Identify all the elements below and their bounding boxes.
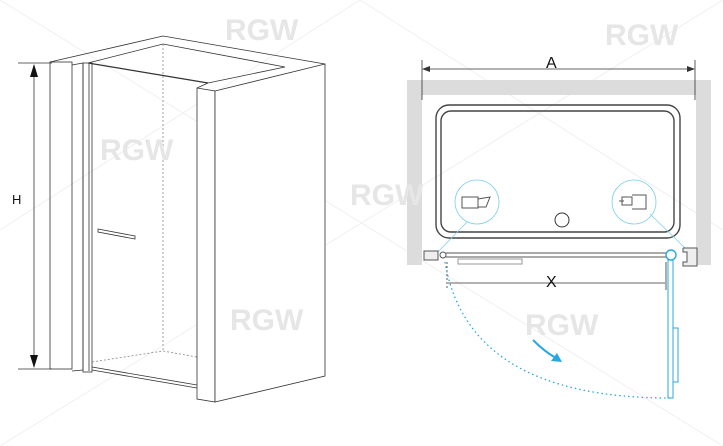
open-door (444, 259, 679, 399)
closed-door (423, 247, 698, 267)
watermark: RGW (605, 19, 679, 52)
detail-circle-right (611, 179, 657, 225)
width-dimension (421, 60, 696, 100)
door-handle (97, 228, 136, 240)
watermark: RGW (225, 14, 299, 47)
plan-view (407, 60, 711, 399)
watermark: RGW (230, 304, 304, 337)
perspective-view (18, 35, 326, 403)
swing-arc (444, 261, 671, 399)
watermark: RGW (350, 179, 424, 212)
watermark: RGW (525, 309, 599, 342)
width-label: A (546, 55, 557, 72)
wall-profile-icon (461, 196, 479, 209)
height-label: H (12, 192, 21, 207)
shower-tray (435, 104, 681, 239)
watermarks: RGW RGW RGW RGW RGW RGW (100, 14, 679, 342)
swing-arrow-icon (532, 339, 557, 359)
detail-circle-left (454, 179, 500, 225)
walls (407, 80, 711, 265)
drain-icon (554, 212, 570, 228)
watermark: RGW (100, 134, 174, 167)
height-dimension (18, 62, 52, 370)
door-width-dimension (446, 262, 667, 290)
door-width-label: X (546, 274, 557, 291)
